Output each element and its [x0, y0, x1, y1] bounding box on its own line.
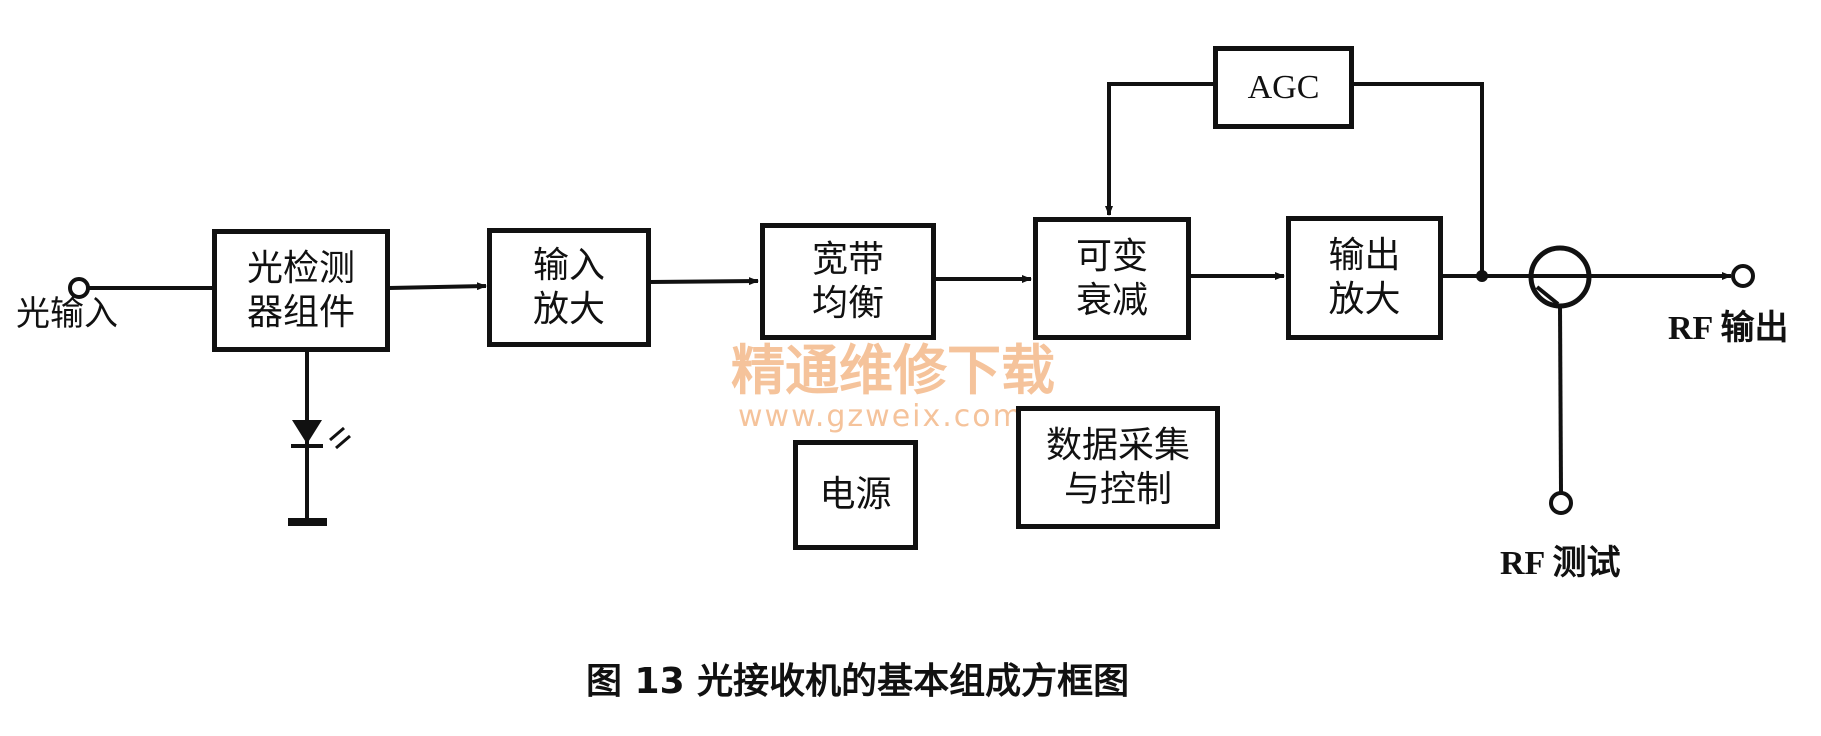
detector-block: 光检测 器组件: [212, 229, 390, 352]
agc-label: AGC: [1247, 68, 1320, 106]
input-amp-label-1: 输入: [532, 244, 605, 286]
watermark: 精通维修下载: [731, 339, 1055, 402]
figure-caption: 图 13 光接收机的基本组成方框图: [586, 661, 1130, 702]
optical-input-label: 光输入: [16, 294, 118, 334]
wire-agc-feedback: [1353, 82, 1484, 276]
wire-inputamp-eq: [649, 277, 759, 286]
wire-detector-inputamp: [388, 282, 487, 291]
rf-output-label: RF 输出: [1668, 310, 1789, 347]
equalizer-label-1: 宽带: [811, 238, 884, 280]
attenuator-label-2: 衰减: [1075, 279, 1148, 321]
output-amp-label-1: 输出: [1328, 235, 1401, 276]
data-control-label-2: 与控制: [1063, 468, 1172, 510]
agc-block: AGC: [1213, 46, 1354, 129]
equalizer-label-2: 均衡: [811, 282, 884, 324]
equalizer-block: 宽带 均衡: [760, 223, 936, 340]
rf-test-port: [1549, 491, 1573, 515]
input-amp-block: 输入 放大: [487, 228, 651, 347]
output-amp-block: 输出 放大: [1286, 216, 1443, 340]
power-block: 电源: [793, 440, 918, 550]
rf-test-label: RF 测试: [1500, 545, 1621, 582]
wire-agc-to-atten: [1105, 82, 1213, 216]
photodiode-icon: [291, 420, 351, 450]
attenuator-block: 可变 衰减: [1033, 217, 1191, 340]
data-control-label-1: 数据采集: [1045, 424, 1190, 466]
attenuator-label-1: 可变: [1075, 235, 1148, 277]
rf-output-port: [1731, 264, 1755, 288]
detector-label-2: 器组件: [246, 291, 355, 333]
power-label: 电源: [819, 474, 892, 515]
data-control-block: 数据采集 与控制: [1016, 406, 1220, 529]
input-amp-label-2: 放大: [532, 288, 605, 330]
watermark-url: www.gzweix.com: [738, 399, 1024, 434]
detector-label-1: 光检测: [246, 247, 355, 289]
output-amp-label-2: 放大: [1328, 279, 1401, 320]
wire-coupler-test: [1558, 305, 1563, 493]
